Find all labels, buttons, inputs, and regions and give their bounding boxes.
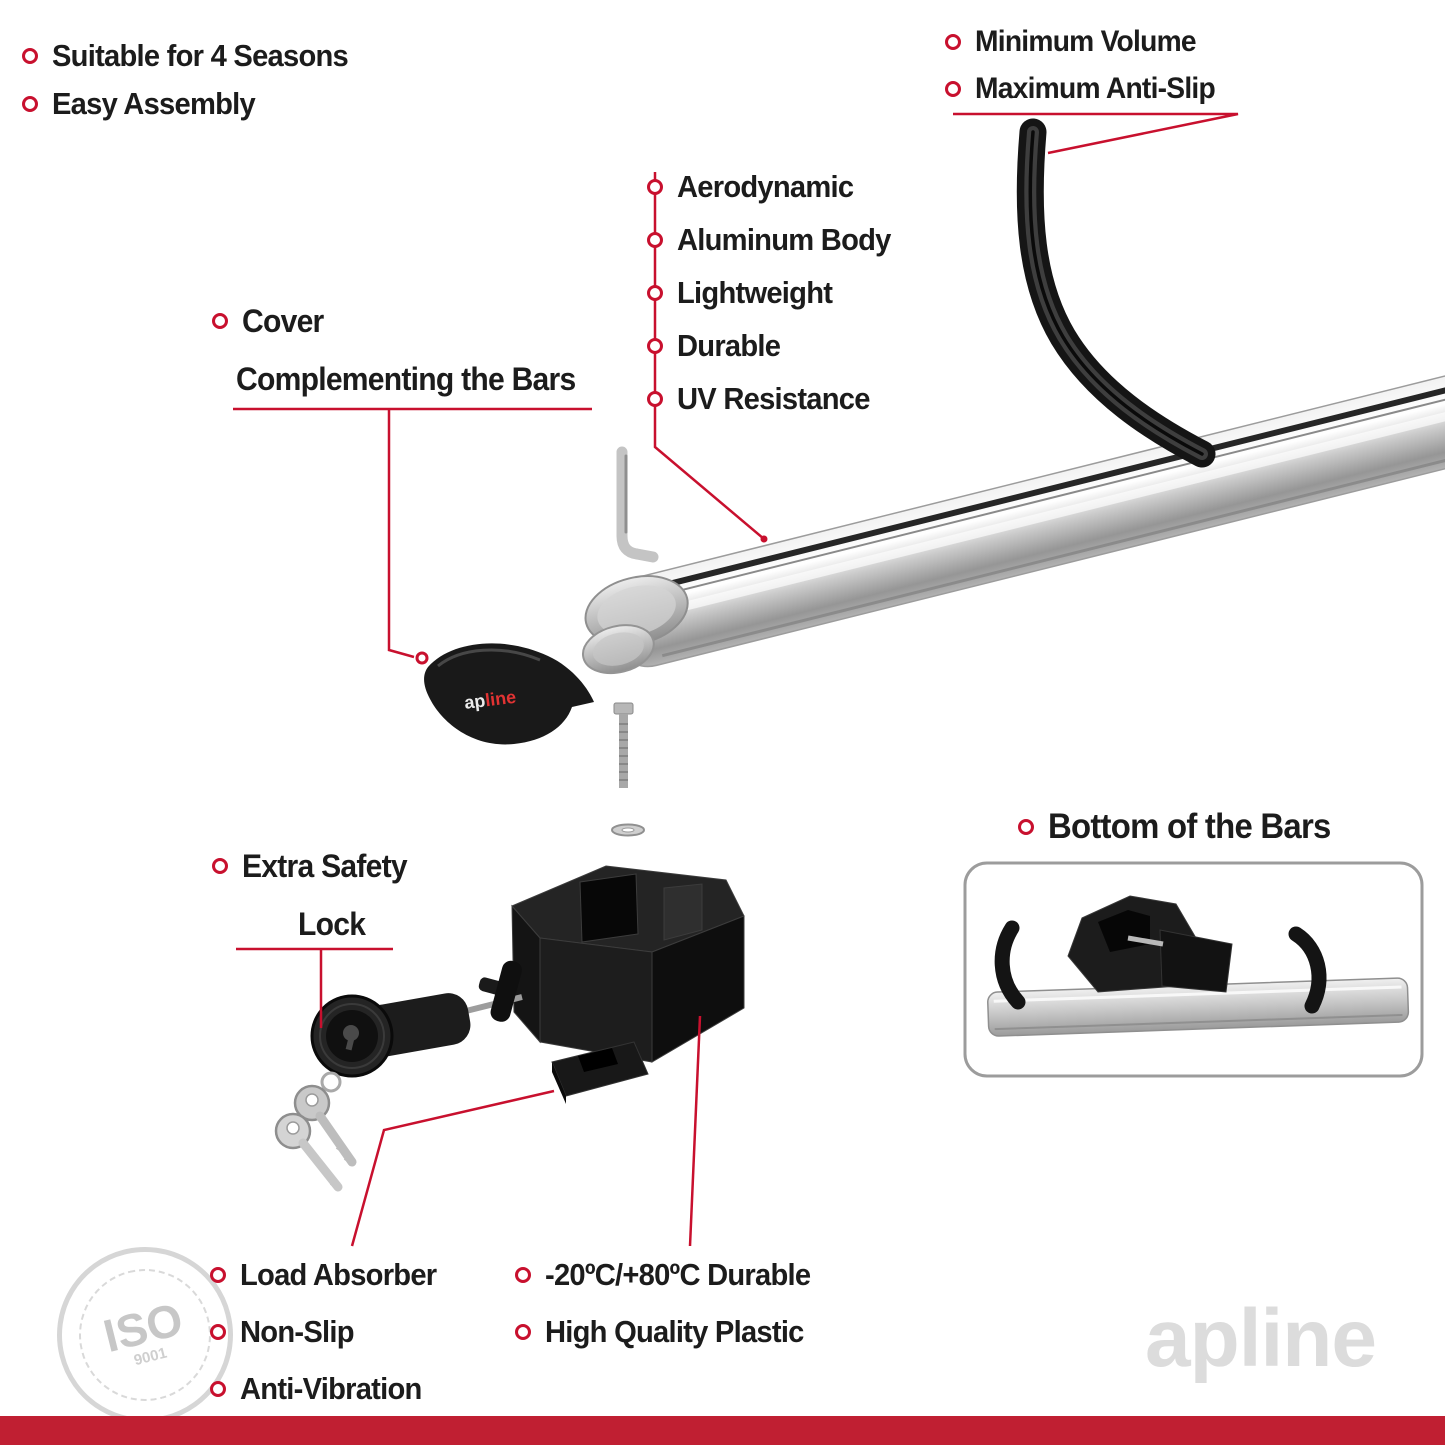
feature-label: Lightweight	[677, 274, 833, 310]
top-left-feature-list: Suitable for 4 Seasons Easy Assembly	[22, 32, 367, 128]
bar-cover-image: apline	[424, 643, 594, 745]
feature-label: Easy Assembly	[52, 86, 256, 121]
bottom-of-bars-title: Bottom of the Bars	[1018, 806, 1349, 848]
feature-item: Lock	[298, 895, 417, 953]
bullet-icon	[515, 1323, 531, 1340]
inset-bottom-of-bars	[963, 861, 1424, 1078]
allen-key-image	[616, 446, 659, 563]
rubber-strip-image	[1016, 118, 1216, 468]
feature-item: -20ºC/+80ºC Durable	[515, 1246, 827, 1303]
bullet-icon	[210, 1380, 226, 1397]
bar-feature-list: Aerodynamic Aluminum Body Lightweight Du…	[647, 160, 904, 425]
bullet-icon	[22, 96, 38, 112]
annotation-line-antislip	[953, 112, 1239, 155]
bottom-mid-feature-list: -20ºC/+80ºC Durable High Quality Plastic	[515, 1246, 827, 1360]
bullet-icon	[515, 1266, 531, 1283]
feature-label: High Quality Plastic	[545, 1313, 804, 1349]
feature-item: Cover	[212, 292, 597, 350]
keys-image	[274, 1071, 357, 1192]
bottom-left-feature-list: Load Absorber Non-Slip Anti-Vibration	[210, 1246, 449, 1417]
feature-item: Anti-Vibration	[210, 1360, 449, 1417]
top-right-feature-list: Minimum Volume Maximum Anti-Slip	[945, 18, 1230, 112]
feature-label: Aluminum Body	[677, 221, 891, 257]
feature-item: UV Resistance	[647, 372, 904, 425]
cover-label-line2: Complementing the Bars	[236, 360, 576, 397]
end-plug-image	[551, 1041, 649, 1104]
cover-logo-red: line	[484, 687, 517, 711]
roof-bar-image	[582, 355, 1445, 675]
bullet-icon	[22, 48, 38, 64]
feature-item: High Quality Plastic	[515, 1303, 827, 1360]
bolt-image	[613, 702, 634, 788]
bullet-icon	[647, 231, 663, 248]
feature-item: Suitable for 4 Seasons	[22, 32, 367, 80]
feature-label: Load Absorber	[240, 1256, 437, 1292]
feature-item: Complementing the Bars	[236, 350, 597, 408]
annotation-line-load-absorber	[350, 1089, 555, 1247]
feature-item: Lightweight	[647, 266, 904, 319]
bullet-icon	[1018, 819, 1034, 835]
feature-label: UV Resistance	[677, 380, 870, 416]
annotation-line-durable	[688, 1015, 702, 1247]
feature-label: Aerodynamic	[677, 168, 854, 204]
cover-label-line1: Cover	[242, 302, 324, 339]
bullet-icon	[210, 1323, 226, 1340]
feature-label: Anti-Vibration	[240, 1370, 422, 1406]
cover-logo-gray: ap	[463, 690, 486, 712]
cover-label: Cover Complementing the Bars	[212, 292, 597, 408]
inset-rubber-left	[994, 920, 1026, 1010]
bullet-icon	[210, 1266, 226, 1283]
brand-watermark: apline	[1145, 1293, 1377, 1384]
safety-label-line2: Lock	[298, 905, 366, 942]
feature-item: Load Absorber	[210, 1246, 449, 1303]
feature-item: Aerodynamic	[647, 160, 904, 213]
bullet-icon	[212, 313, 228, 329]
bullet-icon	[647, 284, 663, 301]
bullet-icon	[945, 80, 961, 97]
feature-item: Extra Safety	[212, 837, 417, 895]
annotation-line-cover	[387, 409, 415, 659]
safety-label-line1: Extra Safety	[242, 847, 408, 884]
safety-lock-label: Extra Safety Lock	[212, 837, 417, 953]
bullet-icon	[212, 858, 228, 874]
feature-label: Durable	[677, 327, 781, 363]
bullet-icon	[945, 33, 961, 50]
clamp-image	[511, 865, 745, 1063]
annotation-endpoint-bar	[760, 535, 768, 543]
feature-item: Easy Assembly	[22, 80, 367, 128]
annotation-endpoint-cover	[415, 651, 429, 665]
bottom-red-bar	[0, 1416, 1445, 1445]
inset-rubber-right	[1288, 926, 1327, 1014]
feature-item: Durable	[647, 319, 904, 372]
annotation-lines	[233, 112, 1239, 1247]
lock-image	[310, 960, 523, 1078]
bullet-icon	[647, 390, 663, 407]
feature-item: Aluminum Body	[647, 213, 904, 266]
feature-label: Suitable for 4 Seasons	[52, 38, 349, 73]
feature-label: Non-Slip	[240, 1313, 355, 1349]
feature-label: Maximum Anti-Slip	[975, 71, 1216, 105]
bullet-icon	[647, 178, 663, 195]
washer-image	[611, 823, 645, 837]
bottom-of-bars-label: Bottom of the Bars	[1048, 807, 1331, 846]
feature-item: Non-Slip	[210, 1303, 449, 1360]
feature-label: Minimum Volume	[975, 24, 1197, 58]
annotation-line-bar-features	[653, 172, 765, 540]
feature-item: Minimum Volume	[945, 18, 1230, 65]
feature-item: Maximum Anti-Slip	[945, 65, 1230, 112]
bullet-icon	[647, 337, 663, 354]
feature-label: -20ºC/+80ºC Durable	[545, 1256, 811, 1292]
cover-logo: apline	[463, 687, 517, 713]
